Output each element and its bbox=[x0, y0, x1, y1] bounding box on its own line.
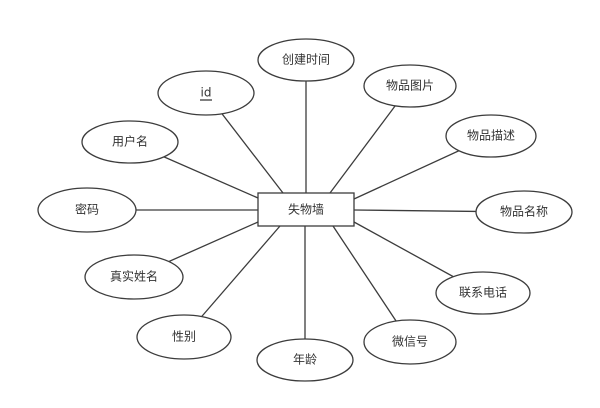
entity-lost-items-wall: 失物墙 bbox=[257, 192, 355, 227]
attribute-username: 用户名 bbox=[81, 120, 179, 164]
attribute-label: 用户名 bbox=[112, 134, 148, 149]
attribute-label: id bbox=[201, 86, 212, 100]
attribute-ellipse bbox=[363, 319, 457, 365]
attribute-label: 性别 bbox=[172, 330, 196, 344]
attribute-ellipse bbox=[81, 120, 179, 164]
attribute-ellipse bbox=[445, 114, 537, 158]
attribute-ellipse bbox=[475, 190, 573, 234]
attribute-label: 真实姓名 bbox=[110, 269, 158, 284]
entity-box bbox=[257, 192, 355, 227]
attribute-ellipse bbox=[136, 314, 232, 360]
attribute-gender: 性别 bbox=[136, 314, 232, 360]
attribute-label: 微信号 bbox=[392, 335, 428, 349]
attribute-label: 联系电话 bbox=[459, 286, 507, 300]
attribute-ellipse bbox=[363, 64, 457, 108]
attribute-wechat: 微信号 bbox=[363, 319, 457, 365]
attribute-label: 创建时间 bbox=[282, 53, 330, 67]
attribute-label: 年龄 bbox=[293, 353, 317, 367]
attribute-phone: 联系电话 bbox=[435, 271, 531, 315]
attribute-age: 年龄 bbox=[256, 338, 354, 382]
attribute-label: 物品名称 bbox=[500, 204, 548, 219]
attribute-password: 密码 bbox=[37, 187, 137, 233]
attribute-ellipse bbox=[84, 254, 184, 300]
attribute-item-name: 物品名称 bbox=[475, 190, 573, 234]
attribute-ellipse bbox=[257, 38, 355, 82]
attribute-item-desc: 物品描述 bbox=[445, 114, 537, 158]
attribute-label: 物品描述 bbox=[467, 129, 515, 143]
attribute-ellipse bbox=[435, 271, 531, 315]
attribute-create-time: 创建时间 bbox=[257, 38, 355, 82]
attribute-item-image: 物品图片 bbox=[363, 64, 457, 108]
entity-label: 失物墙 bbox=[288, 202, 324, 217]
attribute-label: 密码 bbox=[75, 202, 99, 217]
attribute-real-name: 真实姓名 bbox=[84, 254, 184, 300]
attribute-ellipse bbox=[37, 187, 137, 233]
attribute-ellipse bbox=[256, 338, 354, 382]
attribute-label: 物品图片 bbox=[386, 79, 434, 93]
attribute-id: id bbox=[157, 70, 255, 116]
attribute-ellipse bbox=[157, 70, 255, 116]
